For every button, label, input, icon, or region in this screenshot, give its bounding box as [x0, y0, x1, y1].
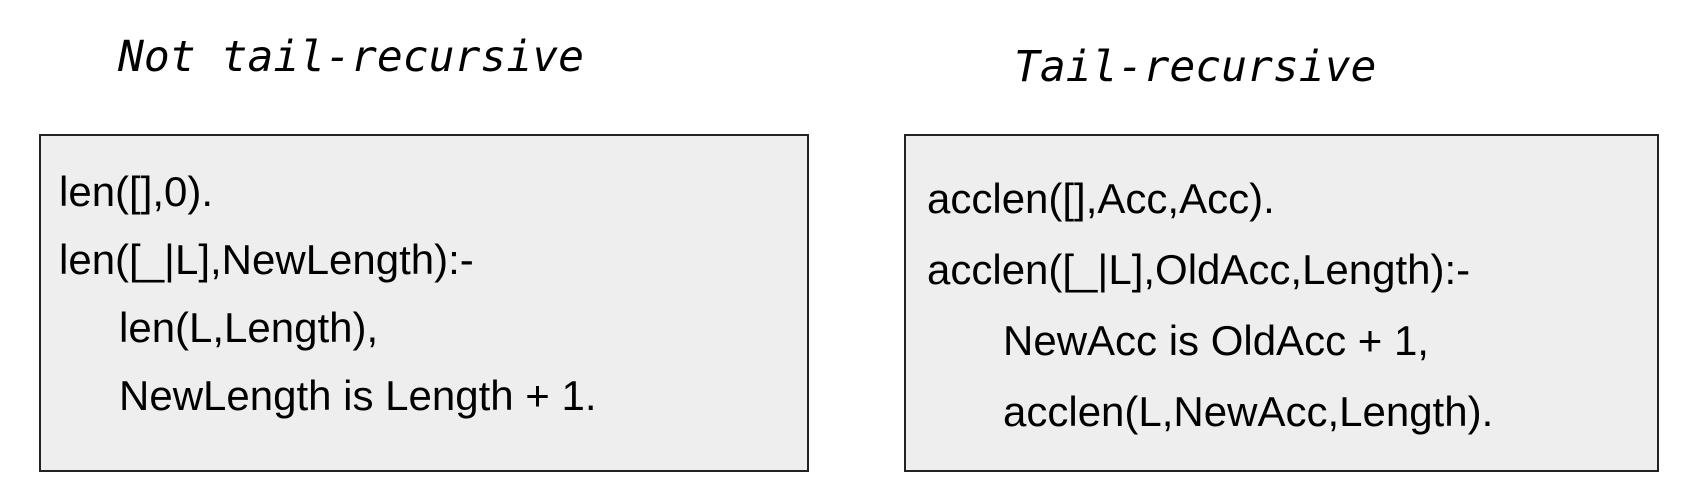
code-box-tail-recursive: acclen([],Acc,Acc). acclen([_|L],OldAcc,…	[904, 134, 1659, 472]
heading-tail-recursive: Tail-recursive	[1014, 42, 1377, 92]
code-line: acclen([],Acc,Acc).	[927, 175, 1275, 222]
code-line: len([_|L],NewLength):-	[59, 236, 474, 283]
heading-not-tail-recursive: Not tail-recursive	[118, 32, 584, 82]
code-line: len(L,Length),	[119, 304, 379, 351]
code-box-not-tail-recursive: len([],0). len([_|L],NewLength):- len(L,…	[39, 134, 809, 472]
code-line: NewAcc is OldAcc + 1,	[1003, 317, 1429, 364]
code-line: len([],0).	[59, 168, 214, 215]
code-line: NewLength is Length + 1.	[119, 372, 597, 419]
code-line: acclen([_|L],OldAcc,Length):-	[927, 246, 1471, 293]
code-line: acclen(L,NewAcc,Length).	[1003, 388, 1494, 435]
